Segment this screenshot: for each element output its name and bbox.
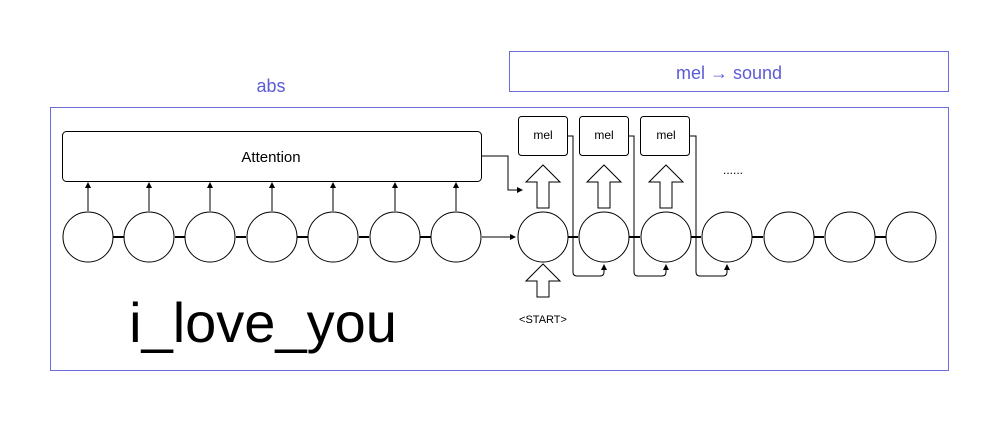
mel-feedback-arrow-1 xyxy=(568,135,607,277)
attention-box xyxy=(62,131,482,182)
decoder-cell xyxy=(885,211,937,263)
mel-box-1 xyxy=(518,116,568,156)
encoder-cell xyxy=(246,211,298,263)
decoder-cell xyxy=(763,211,815,263)
start-input-arrow xyxy=(524,263,562,298)
attention-label: Attention xyxy=(241,149,300,166)
abs-frame xyxy=(50,107,949,371)
decoder-output-arrow-3 xyxy=(647,164,685,209)
encoder-cell xyxy=(307,211,359,263)
decoder-cell xyxy=(640,211,692,263)
encoder-cell xyxy=(430,211,482,263)
attention-to-decoder-arrow xyxy=(482,155,523,193)
decoder-cell xyxy=(578,211,630,263)
input-text: i_love_you xyxy=(129,291,397,354)
encoder-cell xyxy=(184,211,236,263)
decoder-output-arrow-1 xyxy=(524,164,562,209)
mel-box-2 xyxy=(579,116,629,156)
decoder-output-arrow-2 xyxy=(585,164,623,209)
encoder xyxy=(62,182,482,263)
mel-box-3 xyxy=(640,116,690,156)
mel-feedback-arrow-2 xyxy=(629,135,669,277)
decoder-cell xyxy=(824,211,876,263)
mel-feedback-arrow-3 xyxy=(690,135,730,277)
decoder-cell xyxy=(701,211,753,263)
start-label: <START> xyxy=(519,314,567,326)
mel-label-3: mel xyxy=(656,128,675,142)
encoder-cell xyxy=(369,211,421,263)
encoder-cell xyxy=(123,211,175,263)
continuation-ellipsis: ...... xyxy=(723,163,743,177)
mel-to-sound-box xyxy=(509,51,949,92)
mel-label-2: mel xyxy=(594,128,613,142)
decoder xyxy=(517,211,937,263)
encoder-cell xyxy=(62,211,114,263)
decoder-cell xyxy=(517,211,569,263)
abs-label: abs xyxy=(256,76,285,96)
mel-to-sound-label: mel → sound xyxy=(676,63,782,83)
mel-label-1: mel xyxy=(533,128,552,142)
